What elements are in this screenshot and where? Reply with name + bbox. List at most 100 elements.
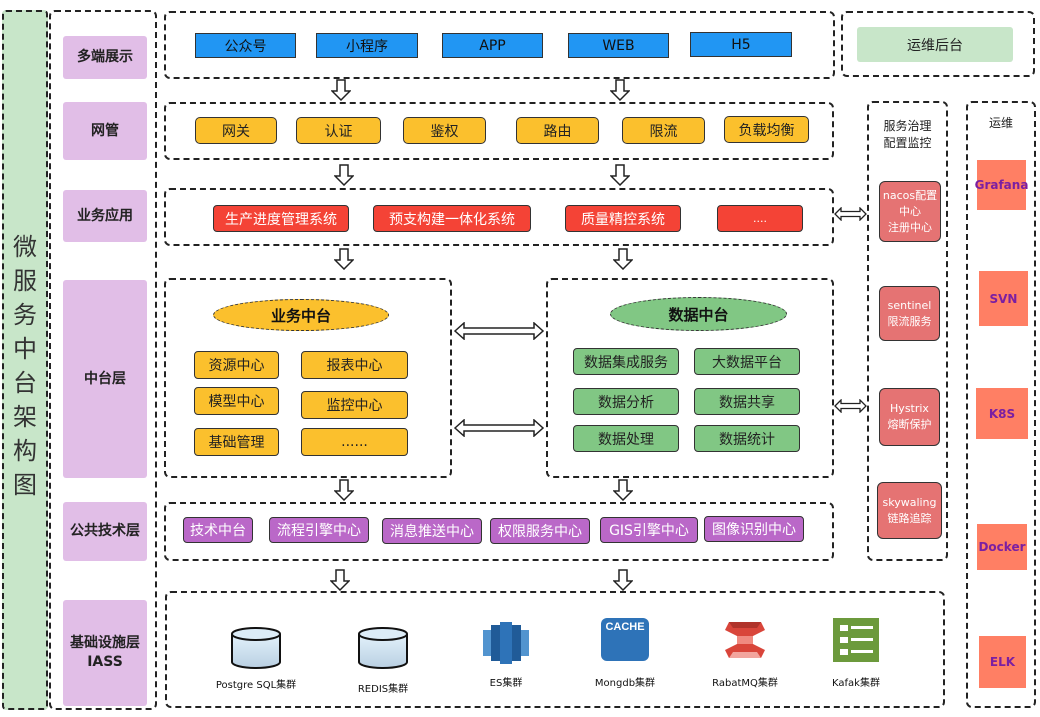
governance-item-line: 链路追踪 bbox=[887, 511, 932, 525]
gateway-item-auth[interactable]: 认证 bbox=[296, 117, 381, 144]
governance-item-line: Hystrix bbox=[890, 402, 929, 415]
gateway-item-gateway[interactable]: 网关 bbox=[195, 117, 277, 144]
title-char: 构 bbox=[13, 437, 37, 465]
infra-label: REDIS集群 bbox=[357, 684, 409, 695]
tech-item-permission[interactable]: 权限服务中心 bbox=[490, 518, 590, 544]
tech-item-tech-middle[interactable]: 技术中台 bbox=[183, 517, 253, 543]
governance-hystrix[interactable]: Hystrix 熔断保护 bbox=[879, 388, 940, 446]
double-arrow-icon bbox=[454, 419, 544, 437]
tech-item-image-recognition[interactable]: 图像识别中心 bbox=[704, 516, 804, 542]
client-mini-program[interactable]: 小程序 bbox=[316, 33, 418, 58]
layer-label-line: 基础设施层 bbox=[70, 635, 140, 651]
governance-title-line: 配置监控 bbox=[883, 136, 932, 150]
governance-box bbox=[867, 101, 948, 561]
ops-item-svn[interactable]: SVN bbox=[979, 271, 1028, 326]
ops-item-docker[interactable]: Docker bbox=[977, 524, 1027, 570]
biz-item-model-center[interactable]: 模型中心 bbox=[194, 387, 279, 415]
governance-title: 服务治理 配置监控 bbox=[867, 118, 948, 152]
layer-label-business-apps: 业务应用 bbox=[63, 190, 147, 242]
layer-label-common-tech: 公共技术层 bbox=[63, 502, 147, 561]
double-arrow-icon bbox=[834, 207, 867, 221]
arrow-down-icon bbox=[331, 79, 351, 101]
infra-postgresql[interactable]: Postgre SQL集群 bbox=[216, 626, 296, 691]
data-item-big-data[interactable]: 大数据平台 bbox=[694, 348, 800, 375]
client-wechat-official[interactable]: 公众号 bbox=[195, 33, 296, 58]
layer-label-infrastructure: 基础设施层 IASS bbox=[63, 600, 147, 706]
tech-item-gis-engine[interactable]: GIS引擎中心 bbox=[600, 517, 698, 543]
business-middle-box bbox=[164, 278, 452, 478]
governance-sentinel[interactable]: sentinel 限流服务 bbox=[879, 286, 940, 341]
infra-redis[interactable]: REDIS集群 bbox=[343, 626, 423, 695]
app-quality-control[interactable]: 质量精控系统 bbox=[565, 205, 681, 232]
governance-skywalking[interactable]: skywaling 链路追踪 bbox=[877, 482, 942, 539]
biz-item-more[interactable]: ...... bbox=[301, 428, 408, 456]
data-item-sharing[interactable]: 数据共享 bbox=[694, 388, 800, 415]
client-h5[interactable]: H5 bbox=[690, 32, 792, 57]
infra-label: Postgre SQL集群 bbox=[215, 680, 297, 691]
data-item-integration[interactable]: 数据集成服务 bbox=[573, 348, 679, 375]
biz-item-resource-center[interactable]: 资源中心 bbox=[194, 351, 279, 379]
ops-title: 运维 bbox=[988, 116, 1013, 130]
gateway-item-load-balance[interactable]: 负载均衡 bbox=[724, 116, 809, 143]
gateway-layer-box bbox=[164, 102, 834, 160]
double-arrow-icon bbox=[834, 399, 867, 413]
ops-console-button[interactable]: 运维后台 bbox=[857, 27, 1013, 62]
governance-nacos[interactable]: nacos配置 中心 注册中心 bbox=[879, 181, 941, 242]
business-apps-layer-box bbox=[164, 188, 834, 246]
display-layer-box bbox=[164, 11, 835, 79]
gateway-item-authorization[interactable]: 鉴权 bbox=[403, 117, 486, 144]
app-production-progress[interactable]: 生产进度管理系统 bbox=[213, 205, 349, 232]
app-prefab-integration[interactable]: 预支构建一体化系统 bbox=[373, 205, 531, 232]
biz-item-monitor-center[interactable]: 监控中心 bbox=[301, 391, 408, 419]
tech-item-message-push[interactable]: 消息推送中心 bbox=[382, 518, 482, 544]
double-arrow-icon bbox=[454, 322, 544, 340]
gateway-item-rate-limit[interactable]: 限流 bbox=[622, 117, 705, 144]
data-item-statistics[interactable]: 数据统计 bbox=[694, 425, 800, 452]
arrow-down-icon bbox=[610, 79, 630, 101]
title-char: 服 bbox=[13, 267, 37, 295]
cache-icon: CACHE bbox=[601, 618, 649, 661]
infra-kafka[interactable]: Kafak集群 bbox=[826, 618, 886, 689]
governance-item-line: 熔断保护 bbox=[887, 418, 932, 431]
app-more[interactable]: .... bbox=[717, 205, 803, 232]
governance-item-line: 限流服务 bbox=[887, 314, 932, 328]
biz-item-base-management[interactable]: 基础管理 bbox=[194, 428, 279, 456]
common-tech-layer-box bbox=[164, 502, 834, 561]
diagram-title-column: 微 服 务 中 台 架 构 图 bbox=[2, 10, 48, 710]
message-queue-icon bbox=[725, 622, 765, 658]
ops-item-elk[interactable]: ELK bbox=[979, 636, 1026, 688]
ops-item-k8s[interactable]: K8S bbox=[976, 388, 1028, 439]
infra-es[interactable]: ES集群 bbox=[476, 622, 536, 689]
arrow-down-icon bbox=[613, 479, 633, 501]
infra-label: ES集群 bbox=[489, 678, 523, 689]
title-char: 务 bbox=[13, 301, 37, 329]
diagram-title: 微 服 务 中 台 架 构 图 bbox=[4, 230, 46, 502]
layer-label-display: 多端展示 bbox=[63, 36, 147, 79]
ops-item-grafana[interactable]: Grafana bbox=[975, 160, 1028, 210]
title-char: 中 bbox=[13, 335, 37, 363]
data-middle-box bbox=[546, 278, 834, 478]
layer-label-gateway: 网管 bbox=[63, 102, 147, 160]
governance-item-line: nacos配置 bbox=[882, 188, 938, 202]
governance-item-line: skywaling bbox=[882, 495, 937, 509]
data-item-analysis[interactable]: 数据分析 bbox=[573, 388, 679, 415]
data-item-processing[interactable]: 数据处理 bbox=[573, 425, 679, 452]
title-char: 微 bbox=[13, 233, 37, 261]
layer-label-middle: 中台层 bbox=[63, 280, 147, 478]
client-app[interactable]: APP bbox=[442, 33, 543, 58]
arrow-down-icon bbox=[334, 479, 354, 501]
arrow-down-icon bbox=[330, 569, 350, 591]
infra-mongodb[interactable]: CACHE Mongdb集群 bbox=[590, 618, 660, 689]
biz-item-report-center[interactable]: 报表中心 bbox=[301, 351, 408, 379]
infra-label: Kafak集群 bbox=[832, 678, 880, 689]
tech-item-workflow-engine[interactable]: 流程引擎中心 bbox=[269, 517, 369, 543]
ops-console-box bbox=[841, 11, 1035, 77]
client-web[interactable]: WEB bbox=[568, 33, 669, 58]
arrow-down-icon bbox=[613, 248, 633, 270]
infra-rabbitmq[interactable]: RabatMQ集群 bbox=[710, 618, 780, 689]
layer-label-line: IASS bbox=[87, 654, 123, 670]
gateway-item-routing[interactable]: 路由 bbox=[516, 117, 599, 144]
infra-label: Mongdb集群 bbox=[594, 678, 656, 689]
title-char: 图 bbox=[13, 471, 37, 499]
database-cylinder-icon bbox=[358, 627, 408, 669]
